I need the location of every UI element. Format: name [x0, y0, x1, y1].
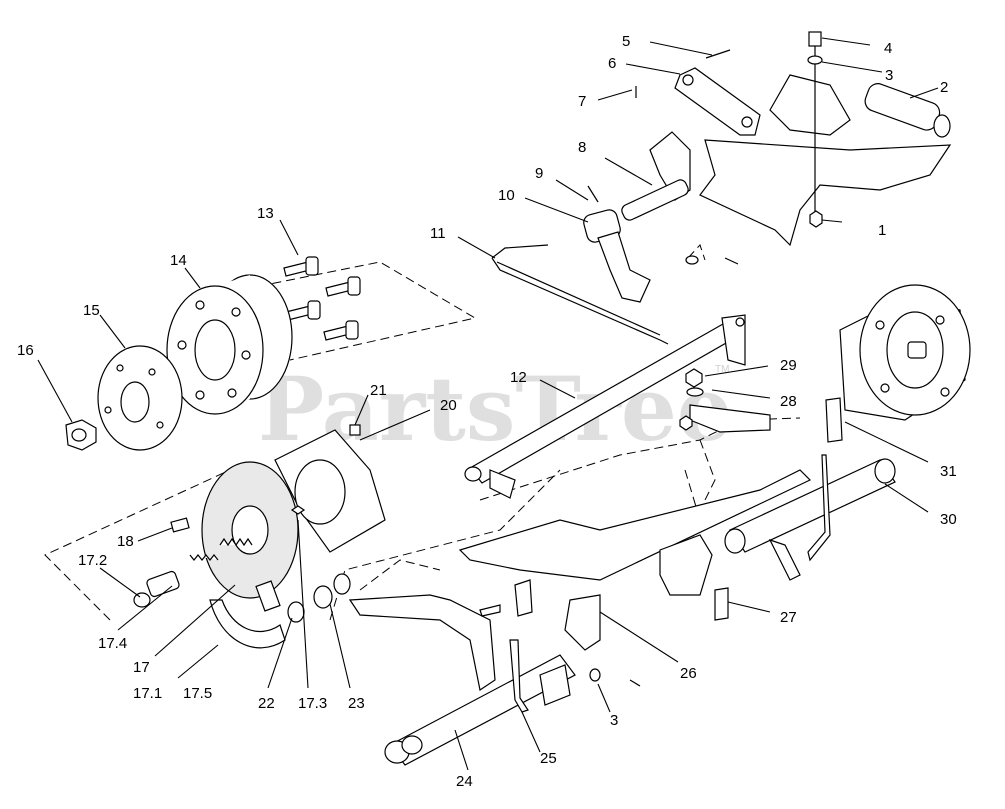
callout-17-3: 17.3	[298, 695, 327, 712]
ring-22	[287, 601, 305, 623]
brake-drum-assembly	[65, 256, 361, 451]
callout-13: 13	[257, 205, 274, 222]
lower-linkage	[348, 469, 812, 766]
callout-11: 11	[430, 225, 446, 242]
callout-24: 24	[456, 773, 473, 790]
callout-26: 26	[680, 665, 697, 682]
bolts-13	[283, 256, 361, 341]
callout-17: 17	[133, 659, 150, 676]
watermark-trademark: TM	[715, 364, 729, 375]
shaft-12	[464, 314, 746, 499]
brake-assembly	[133, 424, 386, 649]
brake-shoe-17-1	[209, 599, 286, 649]
callout-1: 1	[878, 222, 886, 239]
callout-8: 8	[578, 139, 586, 156]
right-wheel-drum	[839, 284, 971, 421]
callout-20: 20	[440, 397, 457, 414]
lever-foot	[597, 231, 651, 303]
callout-15: 15	[83, 302, 100, 319]
callout-18: 18	[117, 533, 134, 550]
clevis-31	[825, 397, 843, 443]
upper-bracket-assembly	[635, 31, 952, 247]
callout-29: 29	[780, 357, 797, 374]
spring	[219, 537, 253, 547]
bolt-27	[714, 587, 729, 621]
callout-31: 31	[940, 463, 957, 480]
bracket-26	[564, 594, 601, 651]
leader-lines	[37, 37, 939, 771]
callout-22: 22	[258, 695, 275, 712]
mounting-plate	[699, 139, 952, 247]
callout-5: 5	[622, 33, 630, 50]
callout-12: 12	[510, 369, 527, 386]
callout-17-4: 17.4	[98, 635, 127, 652]
rod-25	[509, 639, 529, 713]
bracket-arm	[769, 74, 851, 136]
callout-25: 25	[540, 750, 557, 767]
shaft-8	[621, 179, 689, 221]
callout-3-bottom: 3	[610, 712, 618, 729]
washer-28	[686, 387, 704, 397]
callout-7: 7	[578, 93, 586, 110]
callout-23: 23	[348, 695, 365, 712]
callout-17-1: 17.1	[133, 685, 162, 702]
rod-11	[491, 244, 669, 345]
callout-10: 10	[498, 187, 515, 204]
nut-29	[685, 368, 703, 388]
pivot-lever-assembly	[583, 131, 739, 303]
callout-16: 16	[17, 342, 34, 359]
cylinder-2	[864, 83, 941, 131]
callout-28: 28	[780, 393, 797, 410]
callout-4: 4	[884, 40, 892, 57]
right-bar-assembly	[679, 368, 896, 581]
callout-labels: 1 2 3 3 4 5 6 7 8 9 10 11 12 13 14 15 16…	[17, 33, 957, 790]
callout-9: 9	[535, 165, 543, 182]
bracket-27	[659, 534, 713, 596]
callout-17-2: 17.2	[78, 552, 107, 569]
callout-27: 27	[780, 609, 797, 626]
callout-3-top: 3	[885, 67, 893, 84]
callout-21: 21	[370, 382, 387, 399]
lower-plate	[458, 469, 812, 581]
link-plate	[674, 67, 761, 136]
callout-17-5: 17.5	[183, 685, 212, 702]
callout-14: 14	[170, 252, 187, 269]
callout-2: 2	[940, 79, 948, 96]
callout-6: 6	[608, 55, 616, 72]
cam-17-4	[146, 570, 180, 598]
washer-23	[313, 585, 333, 609]
callout-30: 30	[940, 511, 957, 528]
rod-link	[807, 454, 831, 562]
